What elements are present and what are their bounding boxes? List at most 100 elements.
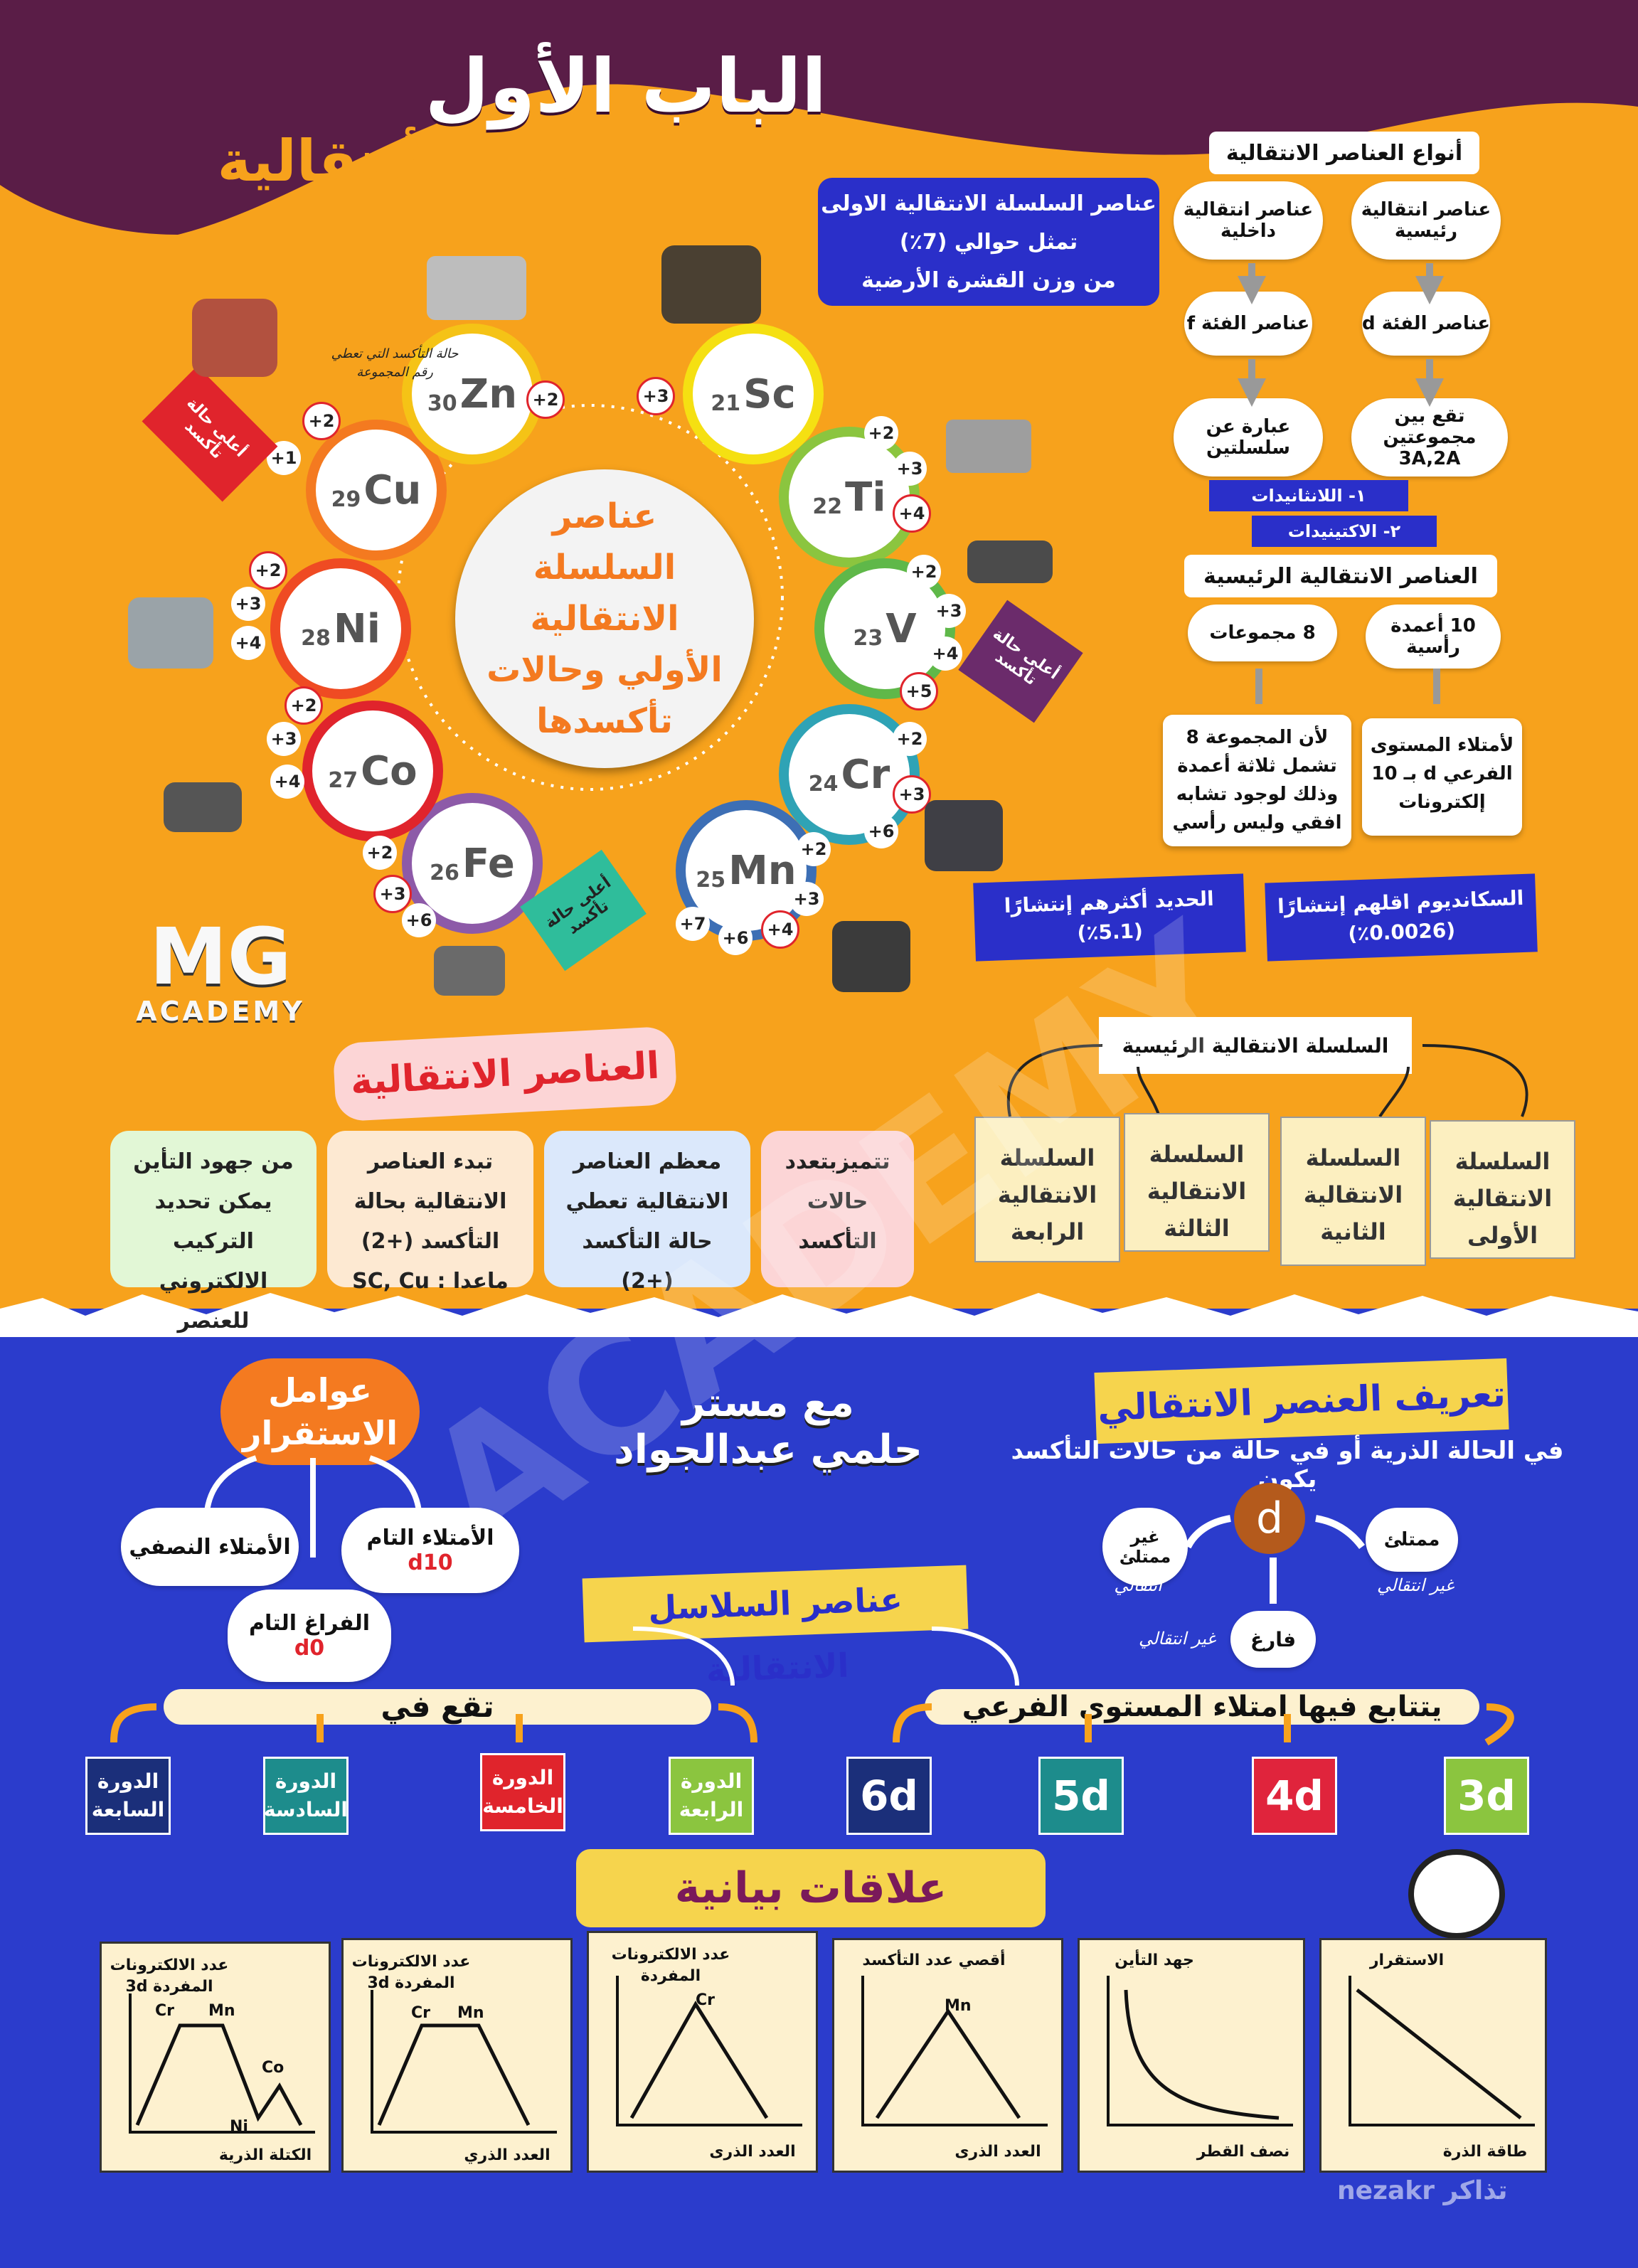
cobalt-sample-icon bbox=[164, 782, 242, 832]
types-arrows bbox=[1238, 263, 1444, 407]
graph-unpaired-3: عدد الالكترونات المفردة 3d Cr Mn Co Ni ا… bbox=[100, 1942, 331, 2173]
ox-mn-2: +3 bbox=[789, 882, 824, 916]
stability-full: الأمتلاء التام d10 bbox=[341, 1508, 519, 1593]
fact-1: تتميزبتعدد حالات التأكسد bbox=[761, 1131, 914, 1287]
graph-unpaired-3-label-cr: Cr bbox=[155, 2002, 174, 2020]
logo-academy: ACADEMY bbox=[136, 996, 305, 1027]
types-lanthanides: ١- اللانثانيدات bbox=[1209, 480, 1408, 511]
ox-mn-4: +6 bbox=[718, 921, 752, 955]
iron-sample-icon bbox=[434, 946, 505, 996]
ox-zn-1: +2 bbox=[526, 380, 565, 419]
stability-empty: الفراغ التام d0 bbox=[228, 1590, 391, 1682]
sublevel-3d: 3d bbox=[1444, 1757, 1529, 1835]
series-item-1: السلسلة الانتقالية الأولى bbox=[1430, 1120, 1575, 1259]
series-arrows bbox=[1006, 1044, 1528, 1118]
stability-empty-sup: d0 bbox=[294, 1636, 325, 1661]
definition-title: تعريف العنصر الانتقالي bbox=[1094, 1358, 1509, 1444]
types-d-block: عناصر الفئة d bbox=[1362, 292, 1490, 356]
definition-full-note: غير انتقالي bbox=[1376, 1575, 1454, 1595]
first-series-line1: عناصر السلسلة الانتقالية الاولى bbox=[821, 191, 1156, 216]
graph-unpaired-1-label: Cr bbox=[696, 1991, 715, 2009]
graph-unpaired-1-x: العدد الذرى bbox=[709, 2143, 796, 2161]
ox-co-1: +2 bbox=[284, 686, 323, 725]
center-circle: عناصر السلسلة الانتقالية الأولي وحالات ت… bbox=[455, 469, 754, 768]
main-groups: 8 مجموعات bbox=[1188, 605, 1337, 661]
ox-fe-1: +2 bbox=[363, 836, 397, 870]
stability-empty-label: الفراغ التام bbox=[248, 1611, 371, 1636]
zinc-sample-icon bbox=[427, 256, 526, 320]
graph-unpaired-2-label-mn: Mn bbox=[457, 2004, 484, 2022]
stability-title: عوامل الاستقرار bbox=[220, 1358, 420, 1465]
graph-unpaired-1: عدد الالكترونات المفردة Cr العدد الذرى bbox=[587, 1931, 818, 2173]
period-4: الدورة الرابعة bbox=[669, 1757, 754, 1835]
stability-full-label: الأمتلاء التام bbox=[366, 1526, 494, 1550]
fact-3: تبدء العناصر الانتقالية بحالة التأكسد (+… bbox=[327, 1131, 533, 1294]
series-item-2: السلسلة الانتقالية الثانية bbox=[1280, 1117, 1426, 1266]
types-two-series: عبارة عن سلسلتين bbox=[1174, 398, 1323, 477]
graph-max-oxidation-y: أقصي عدد التأكسد bbox=[862, 1952, 1006, 1969]
teacher-line2: حلمي عبدالجواد bbox=[614, 1427, 922, 1473]
page-subtitle: العناصر الأنتقالية bbox=[217, 128, 693, 194]
graph-max-oxidation-x: العدد الذرى bbox=[954, 2143, 1041, 2161]
ox-cr-3: +6 bbox=[864, 814, 898, 848]
teacher-name: مع مستر حلمي عبدالجواد bbox=[583, 1380, 953, 1501]
graph-unpaired-2-plot bbox=[371, 1990, 557, 2134]
graph-stability-plot bbox=[1349, 1976, 1535, 2126]
graph-max-oxidation-label: Mn bbox=[945, 1997, 972, 2015]
fact-4: من جهود التأين يمكن تحديد التركيب الالكت… bbox=[110, 1131, 317, 1333]
main-arrows bbox=[1255, 669, 1440, 704]
graph-ionization-x: نصف القطر bbox=[1196, 2143, 1290, 2161]
definition-partial: غير ممتلئ bbox=[1102, 1508, 1188, 1586]
series-title: السلسلة الانتقالية الرئيسية bbox=[1099, 1017, 1412, 1074]
definition-full: ممتلئ bbox=[1366, 1508, 1458, 1572]
types-actinides: ٢- الاكتينيدات bbox=[1252, 516, 1437, 547]
torn-edge bbox=[0, 1293, 1638, 1337]
vanadium-sample-icon bbox=[967, 541, 1053, 583]
series-item-4: السلسلة الانتقالية الرابعة bbox=[974, 1117, 1120, 1262]
graph-unpaired-3-plot bbox=[129, 1993, 315, 2134]
copper-sample-icon bbox=[192, 299, 277, 377]
graph-ionization: جهد التأين نصف القطر bbox=[1078, 1938, 1305, 2173]
note-max-state: حالة التأكسد التي تعطي رقم المجموعة bbox=[331, 346, 459, 380]
ox-ni-1: +2 bbox=[249, 551, 287, 590]
first-series-line3: من وزن القشرة الأرضية bbox=[861, 268, 1116, 293]
series-elements-arrows bbox=[110, 1627, 1514, 1746]
types-between: تقع بين مجموعتين 3A,2A bbox=[1351, 398, 1508, 477]
definition-empty: فارغ bbox=[1230, 1611, 1316, 1668]
panda-icon bbox=[1408, 1849, 1505, 1939]
graph-ionization-y: جهد التأين bbox=[1115, 1952, 1194, 1969]
graph-unpaired-3-label-ni: Ni bbox=[230, 2118, 248, 2136]
ox-v-1: +2 bbox=[907, 555, 941, 589]
graph-stability-x: طاقة الذرة bbox=[1442, 2143, 1528, 2161]
graph-unpaired-2: عدد الالكترونات المفردة 3d Cr Mn العدد ا… bbox=[341, 1938, 573, 2173]
ox-mn-5: +7 bbox=[676, 907, 710, 941]
ox-co-3: +4 bbox=[270, 765, 304, 799]
graphs-title: علاقات بيانية bbox=[576, 1849, 1046, 1927]
graph-stability: الاستقرار طاقة الذرة bbox=[1319, 1938, 1547, 2173]
first-series-line2: تمثل حوالي (7٪) bbox=[899, 230, 1078, 255]
types-inner: عناصر انتقالية داخلية bbox=[1174, 181, 1323, 260]
definition-empty-note: غير انتقالي bbox=[1138, 1629, 1216, 1649]
graph-unpaired-2-x: العدد الذري bbox=[464, 2146, 551, 2164]
ox-cu-2: +2 bbox=[302, 402, 341, 440]
teacher-line1: مع مستر bbox=[682, 1380, 854, 1426]
ox-co-2: +3 bbox=[267, 722, 301, 756]
graph-unpaired-3-label-mn: Mn bbox=[208, 2002, 235, 2020]
graph-max-oxidation: أقصي عدد التأكسد Mn العدد الذرى bbox=[832, 1938, 1063, 2173]
ox-ti-2: +3 bbox=[893, 452, 927, 486]
series-located: تقع في bbox=[164, 1689, 711, 1725]
graph-unpaired-3-y: عدد الالكترونات المفردة 3d bbox=[110, 1956, 229, 1996]
definition-partial-note: انتقالي bbox=[1114, 1575, 1162, 1595]
graph-unpaired-1-plot bbox=[616, 1976, 802, 2126]
scandium-sample-icon bbox=[661, 245, 761, 324]
main-reason-columns: لأمتلاء المستوى الفرعي d بـ 10 إلكترونات bbox=[1362, 718, 1522, 836]
stability-half: الأمتلاء النصفي bbox=[121, 1508, 299, 1586]
ox-mn-3: +4 bbox=[761, 910, 799, 949]
period-5: الدورة الخامسة bbox=[480, 1753, 565, 1831]
graph-ionization-plot bbox=[1107, 1976, 1293, 2126]
ox-ni-3: +4 bbox=[231, 626, 265, 660]
main-reason-groups: لأن المجموعة 8 تشمل ثلاثة أعمدة وذلك لوج… bbox=[1163, 715, 1351, 846]
ox-sc-1: +3 bbox=[637, 377, 675, 415]
